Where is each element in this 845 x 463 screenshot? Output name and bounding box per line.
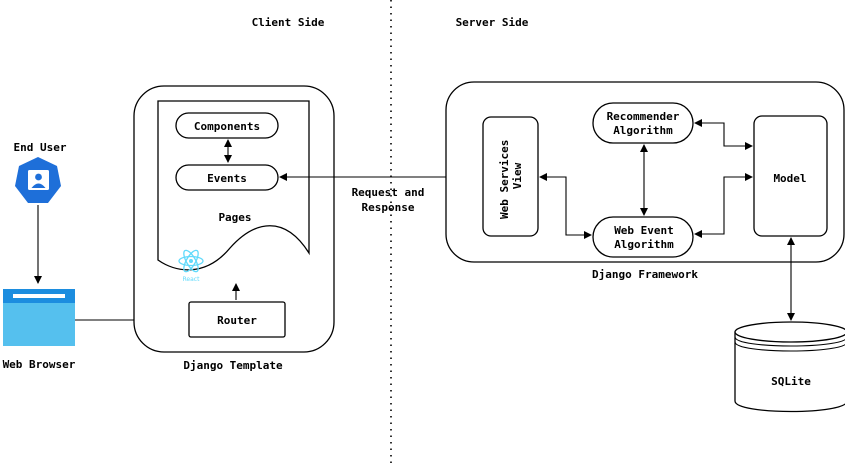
events-box bbox=[175, 164, 279, 191]
react-logo-text: React bbox=[183, 276, 201, 283]
recommender-line-1: Recommender bbox=[607, 110, 680, 123]
router-label: Router bbox=[217, 314, 257, 327]
server-side-heading: Server Side bbox=[456, 16, 529, 29]
sqlite-database bbox=[734, 321, 845, 413]
request-response-label-2: Response bbox=[362, 201, 415, 214]
components-box bbox=[175, 112, 279, 139]
webevent-model-arrow bbox=[694, 173, 753, 238]
recommender-algorithm-box bbox=[592, 102, 694, 144]
web-services-line-1: Web Services bbox=[498, 140, 511, 219]
request-response-label-1: Request and bbox=[352, 186, 425, 199]
sqlite-label: SQLite bbox=[771, 375, 811, 388]
router-box bbox=[188, 301, 286, 338]
model-label: Model bbox=[773, 172, 806, 185]
components-label: Components bbox=[194, 120, 260, 133]
web-services-view-box bbox=[482, 116, 539, 237]
web-event-line-2: Algorithm bbox=[614, 238, 674, 251]
events-label: Events bbox=[207, 172, 247, 185]
recommender-model-arrow bbox=[694, 119, 753, 150]
client-side-heading: Client Side bbox=[252, 16, 325, 29]
model-box bbox=[753, 115, 828, 237]
browser-icon bbox=[3, 289, 75, 346]
django-template-label: Django Template bbox=[183, 359, 283, 372]
react-icon bbox=[178, 249, 204, 273]
web-event-line-1: Web Event bbox=[614, 224, 674, 237]
pages-label: Pages bbox=[218, 211, 251, 224]
webservices-webevent-arrow bbox=[539, 173, 592, 239]
web-services-line-2: View bbox=[511, 162, 524, 189]
end-user-label: End User bbox=[14, 141, 67, 154]
web-services-view-label: Web Services View bbox=[498, 133, 524, 219]
web-browser-label: Web Browser bbox=[3, 358, 76, 371]
django-framework-label: Django Framework bbox=[592, 268, 698, 281]
web-event-algorithm-box bbox=[592, 216, 694, 258]
user-icon bbox=[15, 157, 61, 203]
recommender-line-2: Algorithm bbox=[613, 124, 673, 137]
